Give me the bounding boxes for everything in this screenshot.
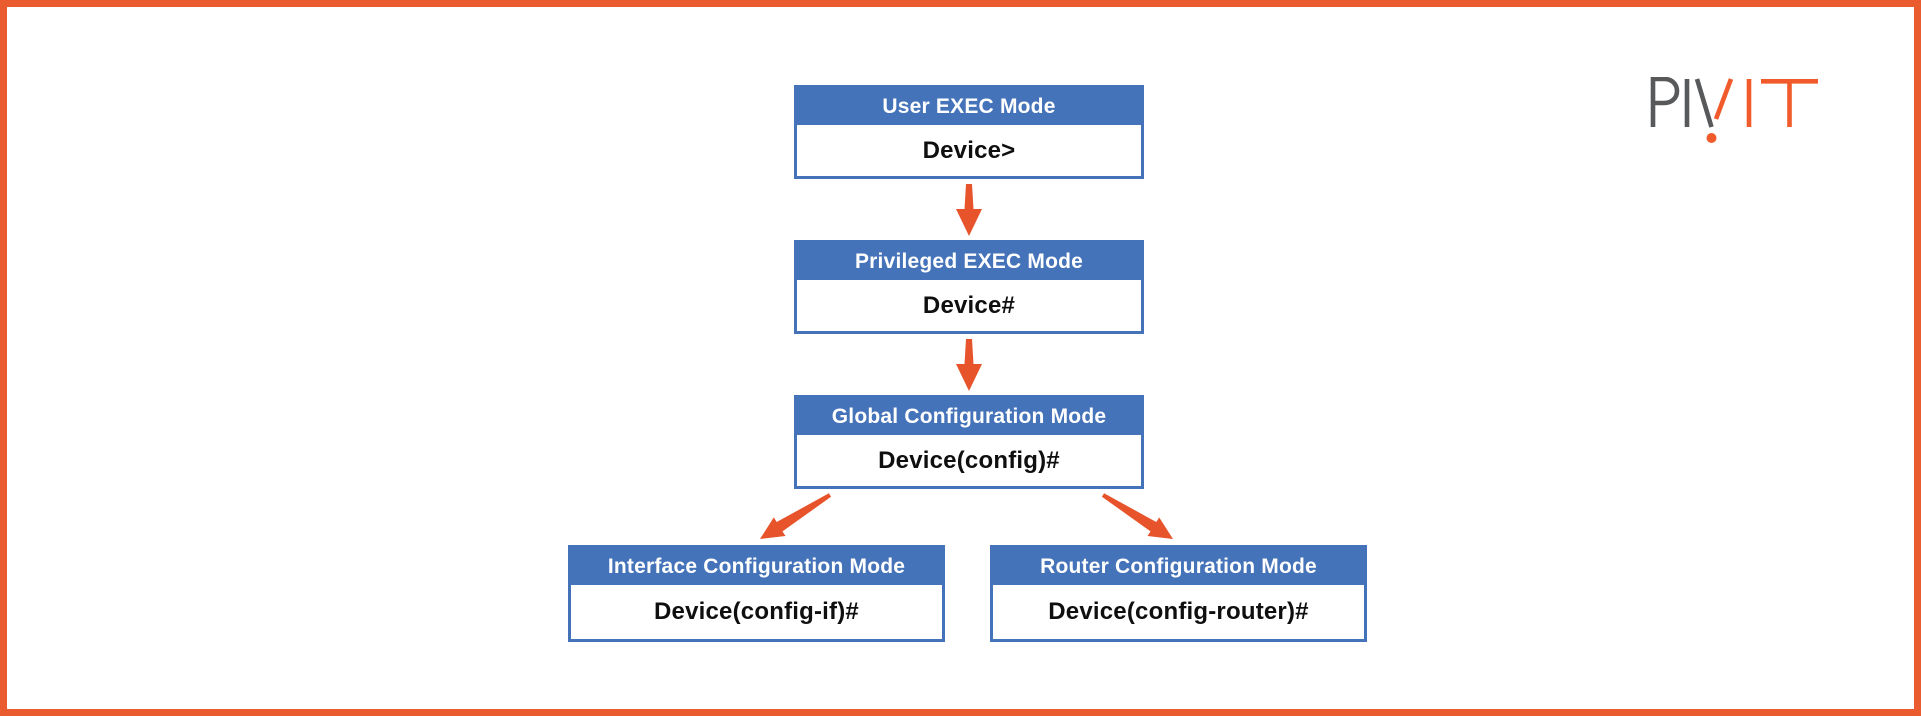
node-prompt: Device(config)#: [797, 435, 1141, 486]
node-prompt: Device#: [797, 280, 1141, 331]
node-title: Privileged EXEC Mode: [797, 243, 1141, 280]
node-interface-configuration-mode: Interface Configuration Mode Device(conf…: [568, 545, 945, 642]
arrow-down-icon: [954, 184, 984, 236]
node-title: User EXEC Mode: [797, 88, 1141, 125]
node-router-configuration-mode: Router Configuration Mode Device(config-…: [990, 545, 1367, 642]
arrow-down-left-icon: [752, 487, 837, 545]
node-title: Router Configuration Mode: [993, 548, 1364, 585]
arrow-down-icon: [954, 339, 984, 391]
pivit-logo: PIVIT: [1648, 76, 1820, 145]
node-prompt: Device(config-router)#: [993, 585, 1364, 639]
node-user-exec-mode: User EXEC Mode Device>: [794, 85, 1144, 179]
node-privileged-exec-mode: Privileged EXEC Mode Device#: [794, 240, 1144, 334]
arrow-down-right-icon: [1096, 487, 1181, 545]
node-prompt: Device(config-if)#: [571, 585, 942, 639]
node-global-configuration-mode: Global Configuration Mode Device(config)…: [794, 395, 1144, 489]
node-title: Global Configuration Mode: [797, 398, 1141, 435]
node-prompt: Device>: [797, 125, 1141, 176]
node-title: Interface Configuration Mode: [571, 548, 942, 585]
